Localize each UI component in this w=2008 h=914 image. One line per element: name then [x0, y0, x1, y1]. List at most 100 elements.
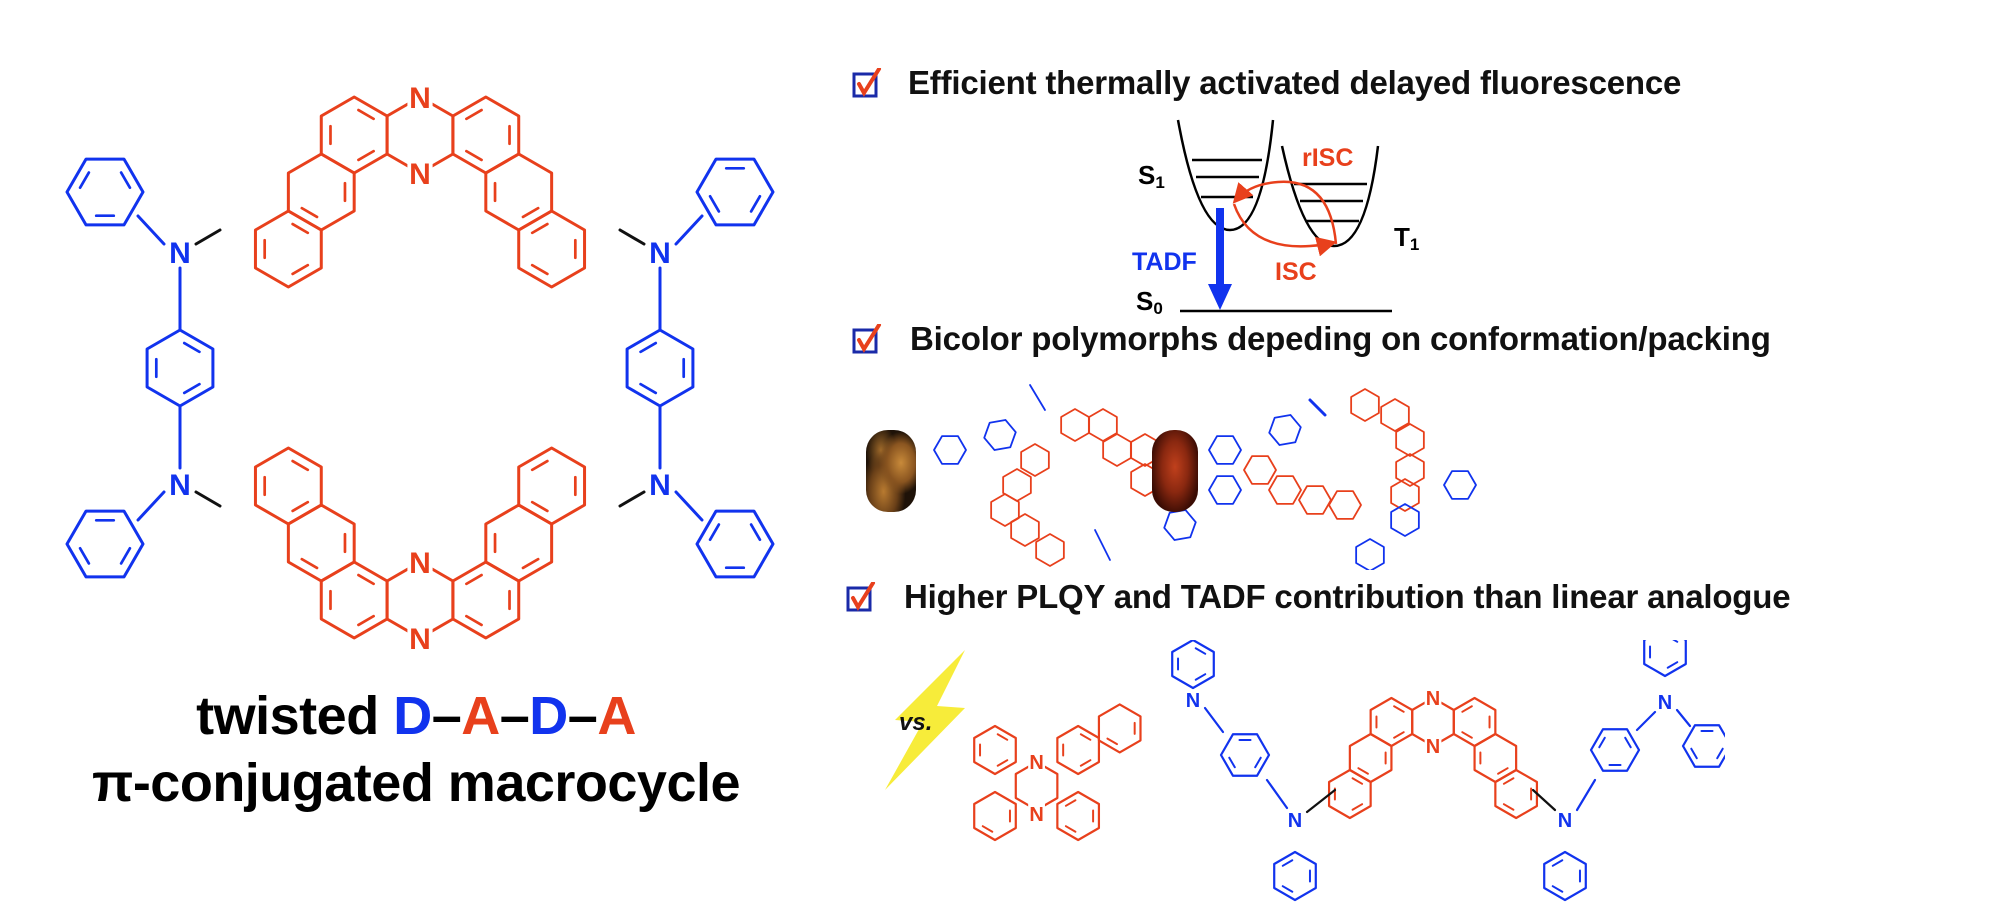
tadf-arrow-head: [1208, 284, 1232, 310]
bond: [708, 194, 721, 213]
bond: [1551, 859, 1564, 867]
nitrogen-atom-label: N: [409, 82, 431, 115]
phenyl-ring: [695, 509, 775, 579]
lightning-bolt-icon: vs.: [885, 650, 965, 790]
aromatic-ring: [1268, 475, 1302, 505]
nitrogen-atom-label: N: [409, 158, 431, 191]
bond: [1203, 706, 1225, 734]
bond: [136, 490, 166, 522]
bond: [708, 523, 721, 542]
macrocycle-caption-line1: twisted D–A–D–A: [36, 683, 796, 749]
nitrogen-atom-label: N: [169, 237, 191, 270]
aromatic-ring: [1035, 533, 1065, 567]
aromatic-ring: [983, 419, 1017, 451]
tadf-arrow-shaft: [1216, 208, 1224, 286]
aromatic-ring: [517, 446, 587, 526]
bond: [1305, 788, 1337, 814]
bond: [291, 500, 310, 513]
caption-d1: D: [393, 686, 432, 746]
bond: [530, 222, 549, 235]
bond: [182, 382, 201, 395]
bond: [1461, 705, 1473, 713]
bond: [291, 263, 310, 276]
bond: [1598, 736, 1606, 749]
bond: [291, 222, 310, 235]
s1-label: S1: [1138, 160, 1165, 192]
bond: [1575, 778, 1597, 812]
aromatic-ring: [1208, 475, 1242, 505]
bond: [1079, 759, 1092, 767]
aromatic-ring: [1102, 433, 1132, 467]
aromatic-ring: [1060, 408, 1090, 442]
bond: [465, 573, 483, 586]
caption-a2: A: [597, 686, 636, 746]
feature-text-3: Higher PLQY and TADF contribution than l…: [904, 578, 1791, 615]
polymorph-1-conformation: [933, 384, 1242, 567]
risc-arrow: [1232, 180, 1338, 245]
bond: [1064, 825, 1077, 833]
polymorph-1-crystal-photo: [866, 430, 916, 512]
phenyl-ring: [1681, 724, 1725, 768]
aromatic-ring: [1056, 790, 1101, 842]
bond: [1351, 803, 1364, 811]
nitrogen-atom-label: N: [1426, 736, 1440, 758]
aromatic-ring: [1395, 453, 1425, 487]
bond: [300, 206, 319, 219]
atom-label-bg: [407, 80, 433, 111]
nitrogen-atom-label: N: [1426, 688, 1440, 710]
bond: [1064, 799, 1077, 807]
aromatic-ring: [1268, 414, 1302, 446]
bond: [1228, 756, 1236, 769]
aromatic-ring: [1328, 490, 1362, 520]
bond: [78, 171, 91, 190]
bond: [357, 614, 375, 627]
bond: [1675, 708, 1692, 728]
bond: [1624, 736, 1632, 749]
aromatic-ring: [1088, 408, 1118, 442]
aromatic-ring: [933, 435, 967, 465]
caption-twisted: twisted: [196, 686, 379, 746]
tadf-label: TADF: [1132, 248, 1197, 276]
atom-label-bg: [1028, 751, 1045, 771]
atom-label-bg: [407, 545, 433, 576]
nitrogen-atom-label: N: [169, 469, 191, 502]
s1-potential-well: [1176, 119, 1275, 232]
bond: [996, 733, 1009, 741]
bond: [357, 573, 375, 586]
bond: [1635, 710, 1657, 732]
caption-dash3: –: [567, 686, 598, 746]
atom-label-bg: [647, 467, 673, 498]
bond: [1194, 673, 1207, 681]
vs-label: vs.: [899, 709, 932, 736]
atom-label-bg: [1028, 803, 1045, 823]
aromatic-ring: [1390, 478, 1420, 512]
bond: [194, 228, 222, 246]
bond: [1461, 731, 1473, 739]
bond: [1357, 767, 1369, 775]
checkbox-checked-icon: [852, 68, 881, 98]
bond: [1308, 398, 1327, 417]
caption-d2: D: [529, 686, 568, 746]
aromatic-ring: [253, 446, 323, 526]
bond: [194, 490, 222, 508]
bond: [357, 108, 375, 121]
bond: [1502, 803, 1515, 811]
aromatic-ring: [1020, 443, 1050, 477]
feature-text-2: Bicolor polymorphs depeding on conformat…: [910, 320, 1771, 357]
nitrogen-atom-label: N: [1658, 692, 1672, 714]
energy-level-diagram: S1 T1 S0 TADF rISC ISC: [1132, 119, 1419, 315]
bond: [1666, 661, 1679, 669]
bond: [182, 341, 201, 354]
aromatic-ring: [1443, 470, 1477, 500]
phenylene-ring: [1589, 728, 1641, 772]
aromatic-ring: [1494, 768, 1539, 820]
feature-text-1: Efficient thermally activated delayed fl…: [908, 64, 1682, 101]
atom-label-bg: [1286, 809, 1304, 829]
nitrogen-atom-label: N: [1029, 804, 1043, 826]
bond: [1502, 777, 1515, 785]
bond: [1531, 788, 1557, 812]
nitrogen-atom-label: N: [1186, 690, 1200, 712]
nitrogen-atom-label: N: [1288, 810, 1302, 832]
